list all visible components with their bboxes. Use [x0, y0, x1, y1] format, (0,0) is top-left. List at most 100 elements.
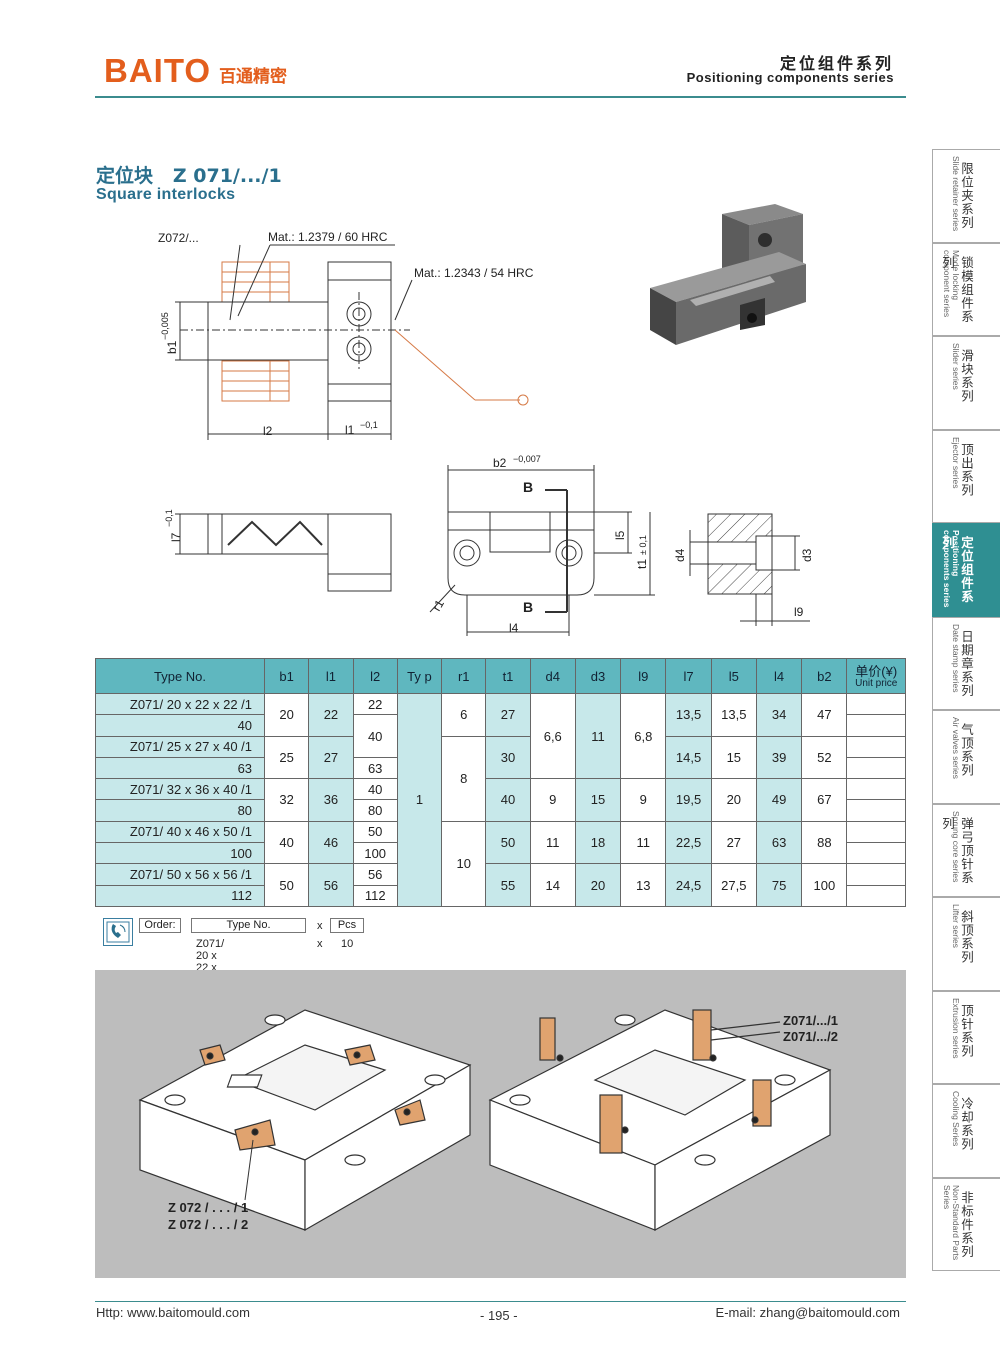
series-tab-en: Slide retainer series: [951, 156, 961, 232]
cell-b1: 32: [264, 778, 310, 822]
series-tab-en: Positioning components series: [942, 530, 961, 608]
col-unit-price: 单价(¥) Unit price: [846, 658, 906, 694]
dim-d4: d4: [673, 548, 687, 562]
mold-left: [138, 1009, 472, 1232]
mold-right: [488, 1009, 832, 1232]
col-l5: l5: [710, 658, 757, 694]
cell-price: [846, 799, 906, 822]
cell-l9: 9: [620, 778, 667, 822]
cell-b1: 50: [264, 863, 310, 907]
dim-b2: b2: [493, 456, 507, 470]
header-divider: [95, 96, 906, 98]
col-b1: b1: [264, 658, 310, 694]
dim-b2-tol: −0,007: [513, 454, 541, 464]
brand-logo: BAITO 百通精密: [104, 52, 287, 90]
cell-t1: 50: [485, 820, 531, 865]
cell-l4: 39: [755, 735, 803, 780]
cell-b1: 20: [264, 693, 310, 737]
series-tab-cn: 定位组件系列: [940, 536, 974, 604]
footer-divider: [95, 1301, 906, 1302]
footer-email[interactable]: E-mail: zhang@baitomould.com: [715, 1305, 900, 1320]
dim-t1-tol: ± 0,1: [638, 535, 648, 555]
cell-price: [846, 778, 906, 801]
cell-r1: 6: [441, 693, 487, 737]
cell-l2: 40: [352, 778, 398, 801]
cell-l5: 20: [710, 778, 757, 822]
dim-t1: t1: [635, 559, 649, 569]
cell-d4: 9: [529, 778, 576, 822]
cell-b2: 47: [801, 693, 848, 737]
dim-b1: b1: [165, 340, 179, 354]
table-row: Z071/ 25 x 27 x 40 /1 25 27 8 30 14,5 15…: [94, 735, 906, 822]
cell-b2: 67: [801, 778, 848, 822]
assembly-illustration: Z071/.../1 Z071/.../2 Z 072 / . . . / 1 …: [95, 970, 906, 1278]
series-title-cn: 定位组件系列: [779, 54, 894, 73]
cell-d3: 18: [574, 820, 622, 865]
series-title-en: Positioning components series: [686, 70, 894, 85]
series-tab-cn: 日期章系列: [959, 629, 974, 698]
cell-l2: 22: [352, 692, 398, 716]
dim-l2: l2: [263, 424, 273, 438]
cell-l9: 11: [620, 820, 667, 865]
series-tab-cn: 非标件系列: [959, 1190, 974, 1259]
illus-label-z072-2: Z 072 / . . . / 2: [168, 1217, 248, 1232]
cell-l4: 75: [755, 863, 803, 907]
cell-price: [846, 884, 906, 907]
cell-price: [846, 714, 906, 737]
dim-l9: l9: [794, 605, 804, 619]
col-l1: l1: [308, 658, 354, 694]
dim-l1: l1: [345, 423, 355, 437]
footer-website[interactable]: Http: www.baitomould.com: [96, 1305, 250, 1320]
series-tab-en: Sprung core series: [951, 810, 961, 882]
cell-l5: 13,5: [710, 693, 757, 737]
cell-l4: 49: [755, 778, 803, 822]
series-tab-cn: 冷却系列: [959, 1097, 974, 1151]
order-example-qty: 10: [341, 938, 354, 950]
dim-l4: l4: [509, 621, 519, 635]
cell-type: Z071/ 32 x 36 x 40 /1: [94, 778, 266, 801]
cell-t1: 40: [485, 778, 531, 822]
cell-b2: 88: [801, 820, 848, 865]
cell-type: 80: [94, 799, 266, 822]
technical-drawings: Z072/... Mat.: 1.2379 / 60 HRC Mat.: 1.2…: [158, 204, 814, 636]
cell-t1: 27: [485, 693, 531, 737]
unit-price-en: Unit price: [855, 677, 898, 689]
cell-price: [846, 842, 906, 865]
cell-l2: 50: [352, 820, 398, 844]
cell-price: [846, 820, 906, 844]
table-row: Z071/ 50 x 56 x 56 /1 50 56 56 55 14 20 …: [94, 863, 906, 907]
series-tab-cn: 气顶系列: [959, 723, 974, 777]
cell-l2: 40: [352, 714, 398, 758]
cell-price: [846, 756, 906, 780]
dim-l1-tol: −0,1: [360, 420, 378, 430]
illus-label-z071-2: Z071/.../2: [783, 1029, 838, 1044]
cell-l4: 34: [755, 693, 803, 737]
material-label-1: Mat.: 1.2379 / 60 HRC: [268, 230, 388, 244]
cell-d4: 6,6: [529, 692, 576, 780]
cell-l2: 80: [352, 799, 398, 822]
col-l2: l2: [352, 658, 398, 694]
table-row: 80 80: [94, 799, 906, 822]
cell-b2: 52: [801, 735, 848, 780]
col-typ: Ty p: [396, 658, 443, 694]
cell-d3: 20: [574, 863, 622, 907]
series-tab-cn: 弹弓顶针系列: [940, 816, 974, 885]
cell-typ: 1: [396, 693, 443, 907]
cell-d4: 11: [529, 820, 576, 865]
order-type-label: Type No.: [191, 918, 306, 933]
cell-l5: 15: [710, 735, 757, 780]
cell-type: 63: [94, 756, 266, 780]
table-header-row: Type No. b1 l1 l2 Ty p r1 t1 d4 d3 l9 l7…: [94, 658, 906, 694]
